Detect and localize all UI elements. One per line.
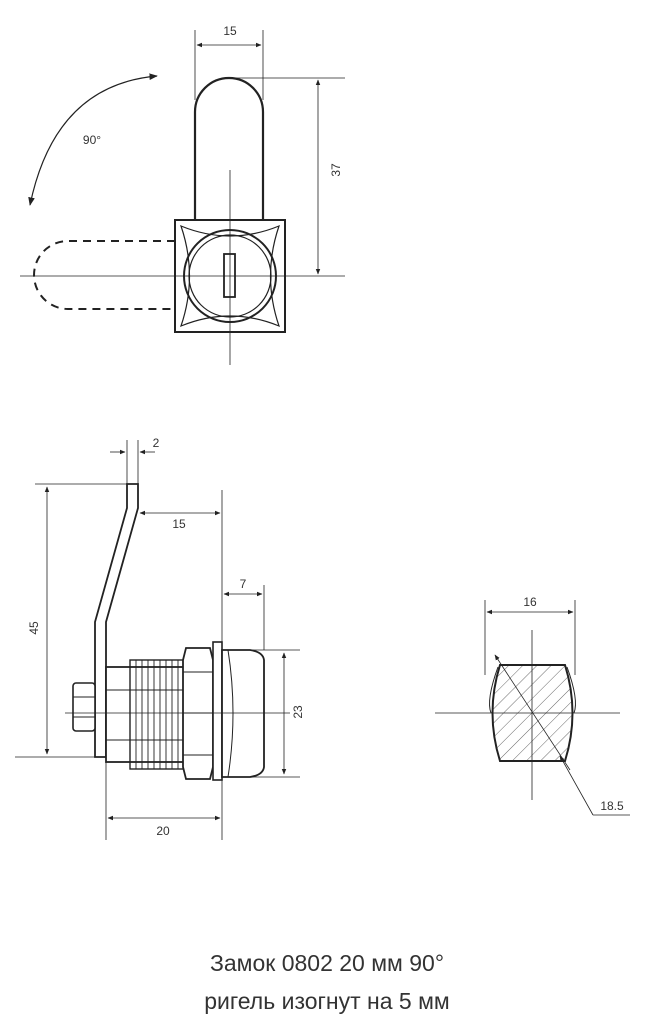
top-view — [20, 30, 345, 365]
side-view — [15, 440, 300, 840]
key-slot — [223, 253, 236, 298]
dim-cam-offset: 15 — [172, 517, 186, 531]
cutout-outline — [491, 664, 574, 762]
cutout-view — [435, 600, 630, 816]
flange — [212, 641, 223, 781]
cam-rotated-dashed — [33, 240, 175, 310]
caption-title: Замок 0802 20 мм 90° — [209, 950, 445, 976]
dim-head-depth: 7 — [240, 577, 247, 591]
threaded-body — [105, 666, 187, 763]
dim-cam-thickness: 2 — [153, 436, 160, 450]
dim-head-diameter: 23 — [291, 705, 305, 719]
cam-top — [193, 76, 265, 220]
dim-body-length: 20 — [156, 824, 170, 838]
small-nut — [72, 682, 96, 732]
dim-top-width: 15 — [223, 24, 237, 38]
dim-cutout-diameter: 18.5 — [600, 799, 624, 813]
rotation-arc — [28, 73, 158, 206]
caption-subtitle: ригель изогнут на 5 мм — [204, 988, 450, 1014]
dim-cutout-width: 16 — [523, 595, 537, 609]
lock-head — [221, 649, 265, 778]
square-housing — [174, 219, 286, 333]
dim-cam-height: 45 — [27, 621, 41, 635]
dim-cam-length: 37 — [329, 163, 343, 177]
dim-rotation-angle: 90° — [83, 133, 101, 147]
